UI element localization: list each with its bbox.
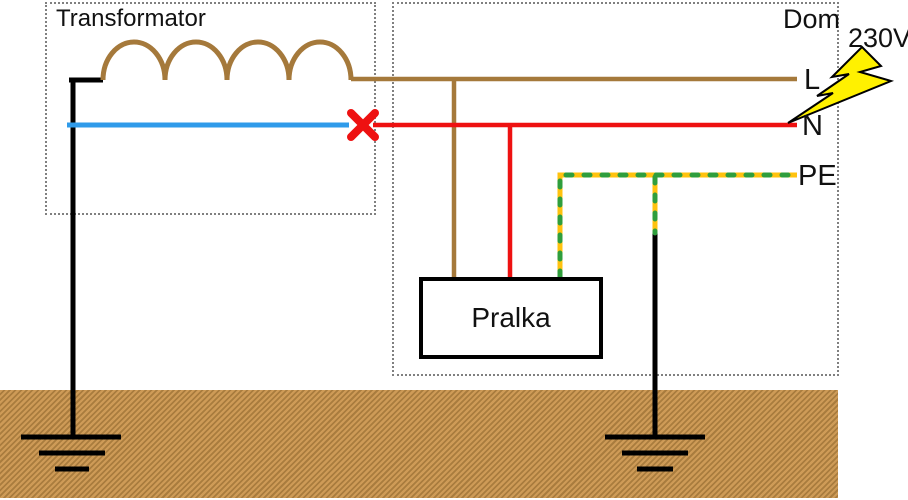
conductor-label-pe: PE <box>798 160 837 192</box>
pe-wire <box>557 172 800 280</box>
lightning-bolt-icon <box>787 45 895 124</box>
broken-neutral-x-icon <box>347 109 379 141</box>
voltage-label: 230V <box>848 23 908 53</box>
house-label: Dom <box>783 4 841 34</box>
transformer-box <box>45 2 376 215</box>
transformer-label: Transformator <box>56 5 206 32</box>
conductor-label-l: L <box>804 64 821 96</box>
appliance-label: Pralka <box>471 302 551 333</box>
conductor-label-n: N <box>802 110 823 142</box>
earth-ground-symbol-right <box>605 434 705 472</box>
house-box <box>392 2 839 376</box>
transformer-winding-coil <box>100 39 354 81</box>
earth-ground-symbol-left <box>21 434 121 472</box>
appliance-box: Pralka <box>419 277 603 359</box>
ground-soil <box>0 390 838 498</box>
